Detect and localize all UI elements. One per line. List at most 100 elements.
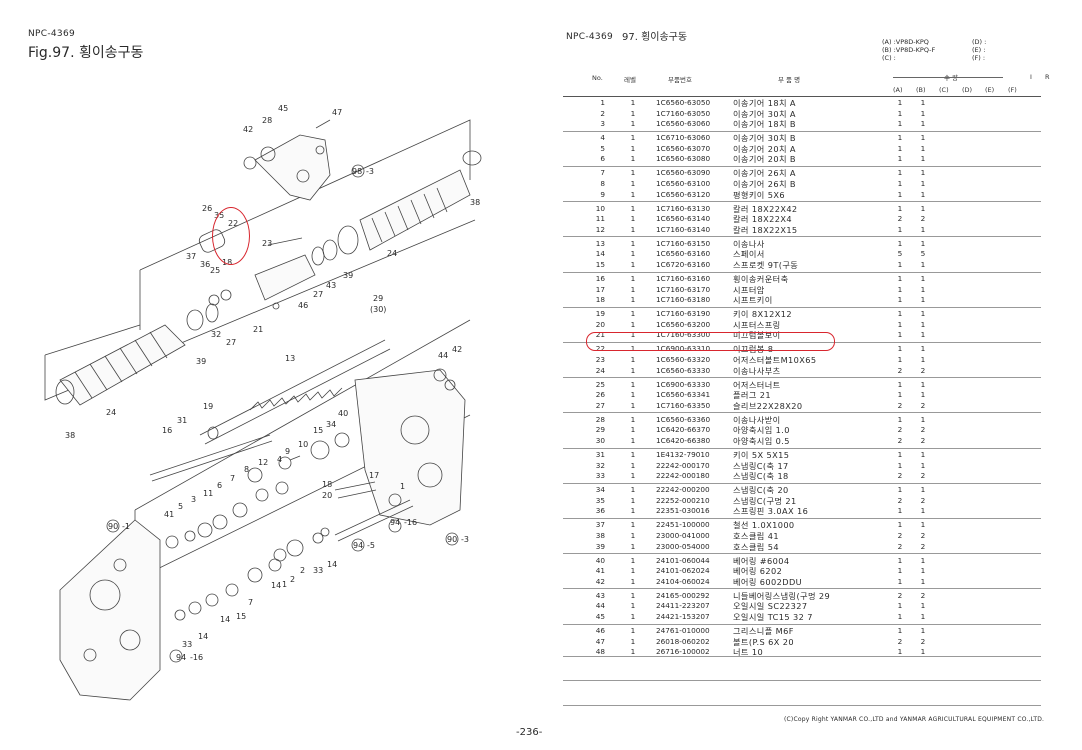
- callout-42: 42: [243, 125, 254, 134]
- part-name: 철선 1.0X1000: [733, 520, 795, 531]
- part-number: 22242-000170: [656, 460, 710, 470]
- callout-43: 43: [326, 281, 337, 290]
- qty-b: 2: [920, 425, 926, 435]
- part-index: 27: [595, 400, 605, 410]
- part-name: 어저스터볼트M10X65: [733, 355, 817, 365]
- highlight-part-22-diagram: [212, 207, 250, 265]
- callout-98-sub: -3: [366, 167, 374, 176]
- part-index: 3: [600, 119, 605, 129]
- figure-title: Fig.97. 횡이송구동: [28, 45, 144, 61]
- part-level: 1: [630, 590, 636, 600]
- part-index: 28: [595, 414, 605, 424]
- qty-b: 1: [920, 319, 926, 329]
- part-index: 42: [595, 576, 605, 586]
- part-level: 1: [630, 414, 636, 424]
- qty-b: 2: [920, 365, 926, 375]
- legend-b: (B) :VP8D-KPQ-F: [882, 46, 936, 54]
- part-level: 1: [630, 576, 636, 586]
- part-name: 이송나사: [733, 238, 765, 249]
- part-index: 7: [600, 168, 605, 178]
- part-name: 칼러 18X22X15: [733, 224, 798, 235]
- callout-14d: 14: [198, 632, 209, 641]
- qty-b: 1: [920, 274, 926, 283]
- part-number: 26018-060202: [656, 636, 710, 646]
- part-index: 31: [595, 450, 605, 459]
- part-level: 1: [630, 284, 636, 294]
- part-name: 스냅링C(축 18: [733, 471, 789, 482]
- part-level: 1: [630, 119, 636, 129]
- qty-b: 1: [920, 450, 926, 459]
- legend-e: (E) :: [972, 46, 986, 54]
- part-level: 1: [630, 647, 636, 657]
- part-level: 1: [630, 400, 636, 410]
- ref-94-5-sub: -5: [367, 541, 375, 550]
- qty-a: 2: [897, 636, 903, 646]
- part-number: 22351-030016: [656, 506, 710, 516]
- callout-16: 16: [162, 426, 173, 435]
- col-header-no: No.: [592, 74, 603, 82]
- qty-a: 1: [897, 330, 903, 340]
- table-rule-b: [563, 680, 1041, 681]
- qty-a: 1: [897, 390, 903, 400]
- part-number: 1C6560-63050: [656, 98, 711, 107]
- callout-10: 10: [298, 440, 309, 449]
- callout-11: 11: [203, 489, 214, 498]
- qty-b: 1: [920, 460, 926, 470]
- qty-a: 1: [897, 154, 903, 164]
- qty-a: 1: [897, 98, 903, 107]
- group-separator: [563, 271, 1041, 273]
- qty-b: 1: [920, 647, 926, 657]
- part-name: 이끄럼봉 8: [733, 344, 774, 355]
- part-level: 1: [630, 249, 636, 259]
- callout-45: 45: [278, 104, 289, 113]
- part-index: 35: [595, 495, 605, 505]
- part-level: 1: [630, 154, 636, 164]
- qty-a: 1: [897, 274, 903, 283]
- qty-a: 1: [897, 506, 903, 516]
- qty-a: 1: [897, 612, 903, 621]
- part-number: 1C6710-63060: [656, 133, 711, 143]
- part-number: 1C6560-63330: [656, 365, 711, 375]
- part-level: 1: [630, 319, 636, 329]
- part-number: 1C7160-63180: [656, 295, 711, 305]
- part-number: 22451-100000: [656, 520, 710, 530]
- legend-a: (A) :VP8D-KPQ: [882, 38, 929, 46]
- qty-a: 1: [897, 189, 903, 199]
- part-index: 26: [595, 390, 605, 400]
- qty-b: 1: [920, 238, 926, 248]
- callout-7b: 7: [248, 598, 254, 607]
- part-number: 1C6560-63090: [656, 168, 711, 178]
- qty-b: 1: [920, 168, 926, 178]
- part-index: 38: [595, 531, 605, 540]
- callout-98: 98: [352, 167, 363, 176]
- qty-b: 1: [920, 576, 926, 586]
- callout-19: 19: [203, 402, 214, 411]
- part-index: 8: [600, 179, 605, 188]
- group-separator: [563, 623, 1041, 625]
- part-level: 1: [630, 260, 636, 269]
- callout-27b: 27: [226, 338, 237, 347]
- part-number: 26716-100002: [656, 647, 710, 657]
- part-level: 1: [630, 108, 636, 118]
- qty-b: 1: [920, 566, 926, 576]
- part-name: 스프로켓 9T(구동: [733, 260, 799, 270]
- highlight-row-22: [586, 332, 835, 351]
- qty-a: 1: [897, 119, 903, 129]
- copyright: (C)Copy Right YANMAR CO.,LTD and YANMAR …: [784, 716, 1045, 723]
- part-number: 1C7160-63140: [656, 224, 711, 234]
- qty-a: 2: [897, 495, 903, 505]
- part-index: 43: [595, 590, 605, 600]
- qty-b: 1: [920, 555, 926, 565]
- part-index: 12: [595, 224, 605, 234]
- part-name: 시프트키이: [733, 295, 773, 306]
- part-index: 13: [595, 238, 605, 248]
